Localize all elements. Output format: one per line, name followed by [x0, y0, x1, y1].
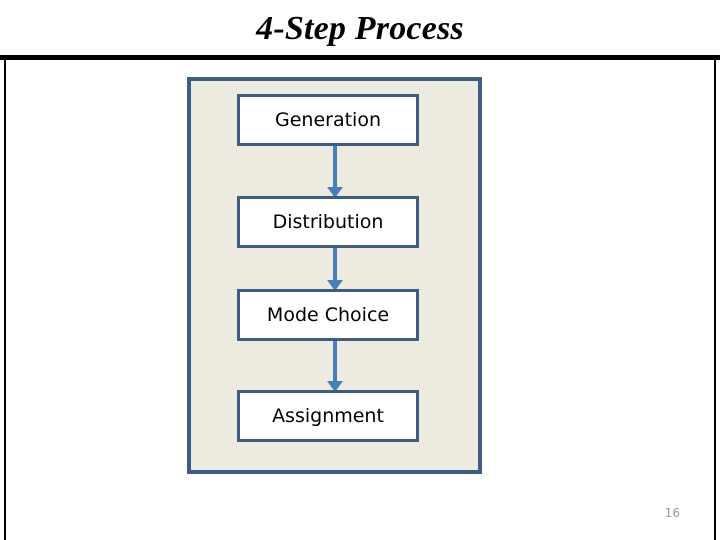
arrow-stem — [333, 248, 337, 280]
frame-rule-left — [4, 60, 6, 540]
process-step-label: Assignment — [272, 405, 384, 427]
arrow-head — [327, 187, 343, 198]
process-step-assignment[interactable]: Assignment — [237, 390, 419, 442]
page-number: 16 — [664, 506, 680, 520]
title-divider-rule — [0, 55, 720, 60]
process-diagram-container: Generation Distribution Mode Choice Assi… — [187, 77, 482, 474]
process-step-mode-choice[interactable]: Mode Choice — [237, 289, 419, 341]
down-arrow-icon-2 — [327, 248, 343, 291]
arrow-head — [327, 381, 343, 392]
arrow-head — [327, 280, 343, 291]
arrow-stem — [333, 341, 337, 381]
process-step-label: Mode Choice — [266, 304, 390, 326]
arrow-stem — [333, 146, 337, 187]
down-arrow-icon-1 — [327, 146, 343, 198]
frame-rule-right — [714, 60, 716, 540]
down-arrow-icon-3 — [327, 341, 343, 392]
process-step-distribution[interactable]: Distribution — [237, 196, 419, 248]
page-title: 4-Step Process — [256, 10, 464, 47]
process-step-label: Generation — [275, 109, 381, 131]
title-block: 4-Step Process — [0, 0, 720, 56]
process-step-label: Distribution — [272, 211, 384, 233]
process-step-generation[interactable]: Generation — [237, 94, 419, 146]
